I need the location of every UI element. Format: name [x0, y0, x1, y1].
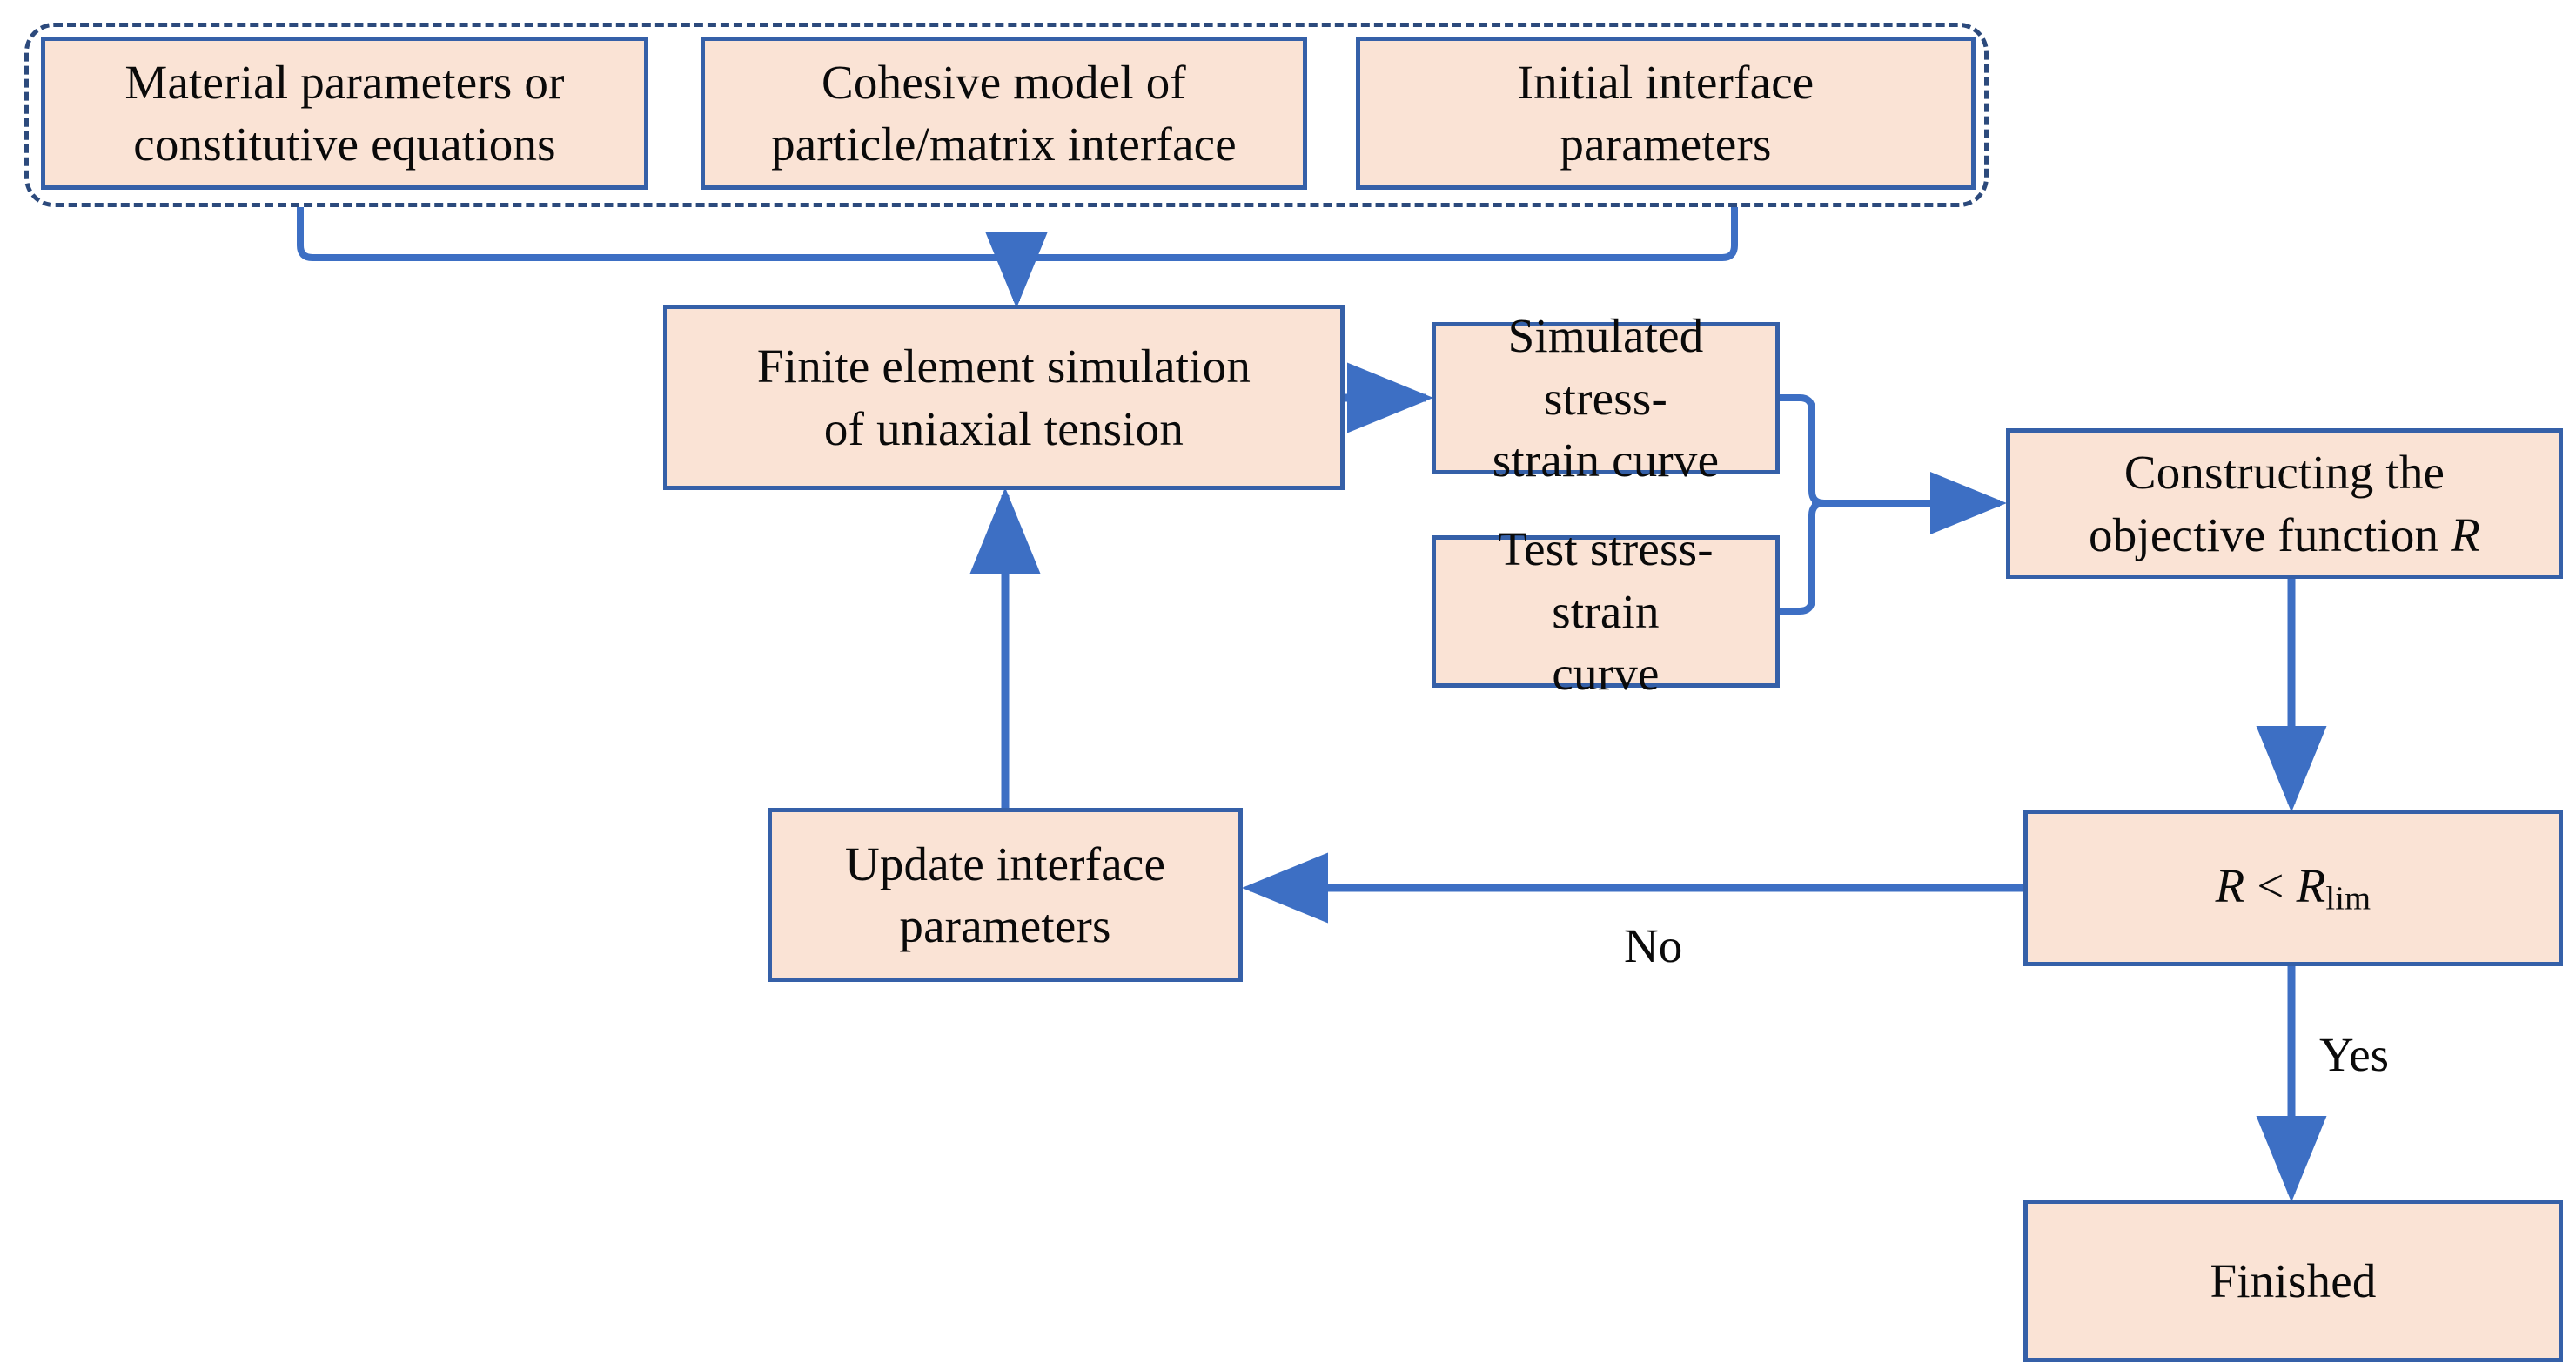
- node-initial-interface-line1: Initial interface: [1517, 55, 1815, 109]
- node-constructing-objective-function[interactable]: Constructing the objective function R: [2006, 428, 2563, 579]
- edge-curves-to-objective-function: [1780, 394, 2007, 615]
- node-material-parameters-line1: Material parameters or: [124, 55, 565, 109]
- node-material-parameters-line2: constitutive equations: [133, 118, 556, 171]
- node-cohesive-model-line1: Cohesive model of: [822, 55, 1186, 109]
- node-decision-r-less-than-r-lim[interactable]: R < Rlim: [2023, 810, 2563, 966]
- node-fe-simulation-line1: Finite element simulation: [756, 339, 1251, 393]
- node-update-parameters-line2: parameters: [899, 899, 1111, 952]
- node-cohesive-model[interactable]: Cohesive model of particle/matrix interf…: [701, 37, 1307, 190]
- node-objective-line2: objective function: [2089, 507, 2452, 561]
- node-simulated-curve-line2: strain curve: [1492, 433, 1720, 487]
- node-test-stress-strain-curve[interactable]: Test stress-strain curve: [1432, 522, 1780, 700]
- node-cohesive-model-line2: particle/matrix interface: [771, 118, 1237, 171]
- decision-operator: <: [2257, 859, 2284, 913]
- edge-label-no: No: [1624, 919, 1683, 972]
- node-fe-simulation-line2: of uniaxial tension: [823, 401, 1184, 455]
- node-simulated-curve-line1: Simulated stress-: [1507, 309, 1704, 425]
- inputs-dashed-group: [24, 23, 1989, 207]
- decision-subscript-lim: lim: [2325, 880, 2371, 917]
- node-test-curve-line1: Test stress-strain: [1498, 522, 1714, 638]
- node-test-curve-line2: curve: [1552, 647, 1660, 701]
- node-initial-interface-line2: parameters: [1560, 118, 1772, 171]
- node-finished[interactable]: Finished: [2023, 1200, 2563, 1362]
- node-material-parameters[interactable]: Material parameters or constitutive equa…: [41, 37, 648, 190]
- node-finite-element-simulation[interactable]: Finite element simulation of uniaxial te…: [663, 305, 1345, 490]
- node-initial-interface-parameters[interactable]: Initial interface parameters: [1356, 37, 1976, 190]
- edge-label-yes: Yes: [2319, 1028, 2390, 1081]
- node-update-interface-parameters[interactable]: Update interface parameters: [768, 808, 1243, 982]
- node-objective-line1: Constructing the: [2123, 446, 2445, 499]
- decision-symbol-r2: R: [2296, 859, 2326, 913]
- node-objective-symbol: R: [2451, 507, 2480, 561]
- node-update-parameters-line1: Update interface: [844, 837, 1166, 890]
- node-finished-label: Finished: [2210, 1253, 2377, 1307]
- edge-inputs-to-fe-simulation: [297, 207, 1738, 308]
- node-simulated-stress-strain-curve[interactable]: Simulated stress- strain curve: [1432, 309, 1780, 487]
- decision-symbol-r1: R: [2215, 859, 2245, 913]
